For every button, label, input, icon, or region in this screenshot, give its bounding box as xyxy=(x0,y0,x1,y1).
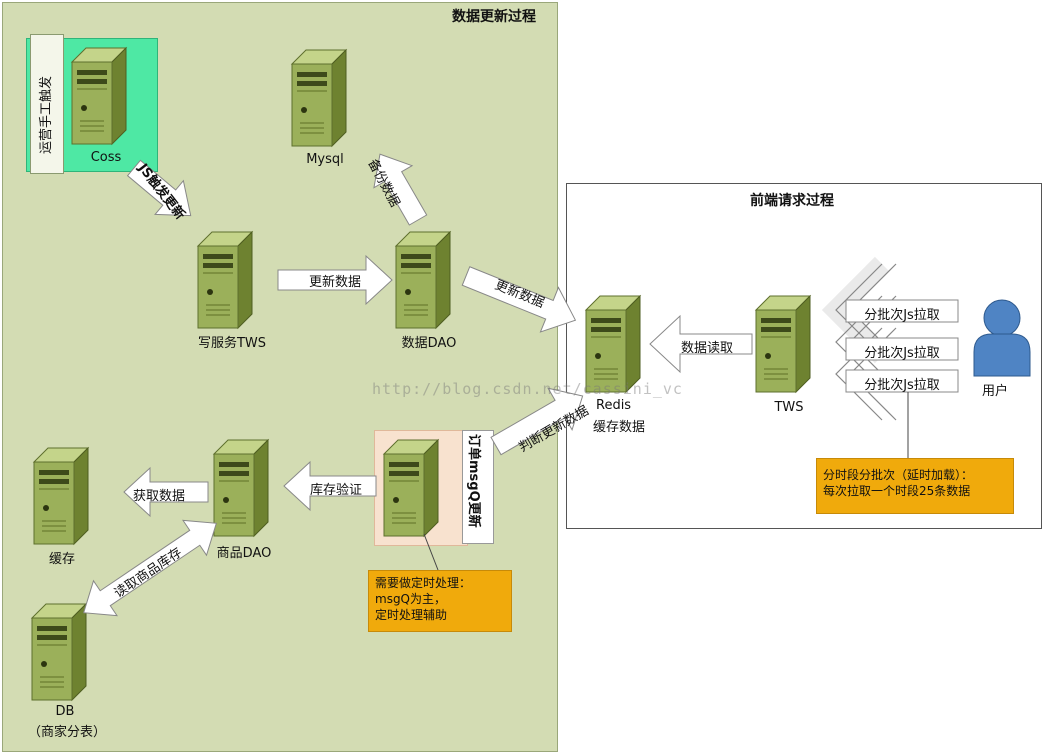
timer-note-line-2: msgQ为主， xyxy=(375,592,447,606)
batch-loading-note: 分时段分批次（延时加载）： 每次拉取一个时段25条数据 xyxy=(816,458,1014,514)
batch-label-2: 分批次Js拉取 xyxy=(864,346,940,361)
db-sub-label: （商家分表） xyxy=(27,725,106,740)
coss-label: Coss xyxy=(90,150,122,165)
request-panel-title: 前端请求过程 xyxy=(750,193,834,209)
read-stock-arrow xyxy=(83,519,217,617)
cache-label: 缓存 xyxy=(48,552,75,567)
read-stock-label: 读取商品库存 xyxy=(111,544,185,601)
batch-note-line-2: 每次拉取一个时段25条数据 xyxy=(823,484,971,498)
data-read-arrow xyxy=(649,314,753,374)
judge-update-arrow xyxy=(490,387,584,456)
update-arrow-1 xyxy=(277,254,393,306)
batch-box-3 xyxy=(845,369,959,393)
stock-verify-arrow xyxy=(283,460,377,512)
write-tws-label: 写服务TWS xyxy=(197,336,267,351)
batch-box-2 xyxy=(845,337,959,361)
redis-sub-label: 缓存数据 xyxy=(592,420,645,435)
user-label: 用户 xyxy=(981,384,1008,399)
user-icon xyxy=(973,299,1031,377)
redis-server-icon xyxy=(585,295,641,393)
update-arrow-2 xyxy=(461,266,577,333)
data-dao-label: 数据DAO xyxy=(401,336,457,351)
mysql-label: Mysql xyxy=(306,152,344,167)
cache-server-icon xyxy=(33,447,89,545)
js-trigger-arrow xyxy=(126,159,192,217)
operator-trigger-box xyxy=(30,34,64,174)
timer-note-line-1: 需要做定时处理： xyxy=(375,576,472,590)
timer-processing-note: 需要做定时处理： msgQ为主， 定时处理辅助 xyxy=(368,570,512,632)
redis-label: Redis xyxy=(596,398,632,413)
order-msgq-box xyxy=(462,430,494,544)
backup-arrow xyxy=(373,153,428,226)
goods-dao-server-icon xyxy=(213,439,269,537)
batch-box-1 xyxy=(845,299,959,323)
tws-server-icon xyxy=(755,295,811,393)
coss-server-icon xyxy=(71,47,127,145)
db-label: DB xyxy=(55,704,75,719)
get-data-label: 获取数据 xyxy=(132,489,185,504)
batch-label-3: 分批次Js拉取 xyxy=(864,378,940,393)
data-read-label: 数据读取 xyxy=(680,341,733,356)
watermark: http://blog.csdn.net/cassini_vc xyxy=(372,380,683,398)
mysql-server-icon xyxy=(291,49,347,147)
update-panel-title: 数据更新过程 xyxy=(452,9,536,25)
batch-note-line-1: 分时段分批次（延时加载）： xyxy=(823,468,974,482)
get-data-arrow xyxy=(123,466,209,518)
data-dao-server-icon xyxy=(395,231,451,329)
timer-note-line-3: 定时处理辅助 xyxy=(375,608,448,622)
write-tws-server-icon xyxy=(197,231,253,329)
operator-trigger-label: 运营手工触发 xyxy=(38,76,54,154)
db-server-icon xyxy=(31,603,87,701)
msgq-server-icon xyxy=(383,439,439,537)
update-data-1-label: 更新数据 xyxy=(308,275,361,290)
tws-label: TWS xyxy=(774,400,804,415)
stock-verify-label: 库存验证 xyxy=(309,483,362,498)
timer-note-connector xyxy=(423,533,439,571)
order-msgq-label: 订单msgQ更新 xyxy=(466,434,482,528)
batch-label-1: 分批次Js拉取 xyxy=(864,308,940,323)
goods-dao-label: 商品DAO xyxy=(216,546,272,561)
